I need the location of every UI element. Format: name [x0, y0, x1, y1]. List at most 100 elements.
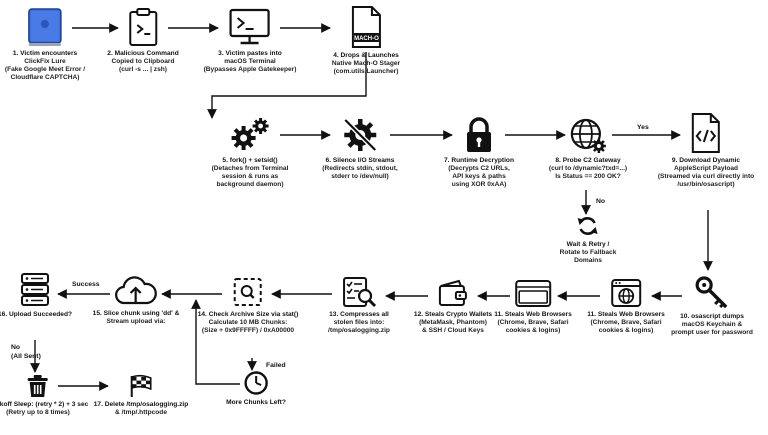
step-2-line-1: Copied to Clipboard [111, 58, 175, 66]
step-15-line-1: Calculate 10 MB Chunks: [208, 319, 288, 327]
step-7-line-2: API keys & paths [452, 173, 506, 181]
step-12: 11. Steals Web Browsers (Chrome, Brave, … [494, 278, 572, 335]
step-4-title: 4. Drops & Launches [333, 52, 399, 59]
step-8-title: 8. Probe C2 Gateway [555, 157, 621, 164]
step-15-title: 14. Check Archive Size via stat() [197, 311, 299, 318]
arrow-backoff-to-15 [191, 299, 240, 385]
retry-line-2: Domains [574, 257, 602, 265]
retry-title: Wait & Retry / [566, 241, 610, 248]
step-11: 11. Steals Web Browsers (Chrome, Brave, … [587, 278, 665, 335]
clipboard-terminal-icon [128, 8, 157, 46]
step-16-title: 15. Slice chunk using 'dd' & [92, 310, 180, 317]
step-3-title: 3. Victim pastes into [218, 50, 282, 57]
retry-line-1: Rotate to Fallback [559, 249, 617, 257]
step-15-line-2: (Size + 0x9FFFFF) / 0xA00000 [201, 327, 295, 335]
step-13-title: 12. Steals Crypto Wallets [413, 311, 493, 318]
step-6-title: 6. Silence I/O Streams [325, 157, 395, 164]
step-4-line-1: Native Mach-O Stager [331, 60, 401, 68]
mach-o-file-icon: MACH-O [352, 6, 381, 48]
step-13-line-2: & SSH / Cloud Keys [422, 327, 484, 335]
more-chunks-title: 16. Upload Succeeded? [0, 311, 73, 318]
retry-step: Wait & Retry / Rotate to Fallback Domain… [559, 214, 617, 265]
step-12-line-1: (Chrome, Brave, Safari [497, 319, 569, 327]
step-17: Backoff Sleep: (retry * 2) + 3 sec (Retr… [0, 374, 88, 417]
step-9-title: 9. Download Dynamic [671, 157, 741, 164]
step-2-title: 2. Malicious Command [107, 50, 179, 57]
step-11-line-2: cookies & logins) [598, 327, 654, 335]
step-3: 3. Victim pastes into macOS Terminal (By… [204, 7, 296, 74]
arrow-4-to-5 [207, 52, 367, 119]
step-5-line-3: background daemon) [216, 181, 284, 189]
step-2: 2. Malicious Command Copied to Clipboard… [107, 7, 179, 74]
step-16: 15. Slice chunk using 'dd' & Stream uplo… [92, 275, 180, 326]
edge-label-all-sent: (All Sent) [11, 353, 41, 360]
step-15: 14. Check Archive Size via stat() Calcul… [197, 276, 299, 335]
checklist-search-icon [343, 277, 377, 308]
step-6-line-2: stderr to /dev/null) [331, 173, 389, 181]
step-12-line-2: cookies & logins) [505, 327, 561, 335]
cloud-upload-icon [115, 276, 158, 305]
gears-icon [231, 118, 269, 150]
lock-icon [466, 117, 491, 152]
step-5-line-1: (Detaches from Terminal [211, 165, 289, 173]
step-1: 1. Victim encounters ClickFix Lure (Fake… [5, 7, 85, 82]
step-10-title: 10. osascript dumps [680, 313, 744, 320]
step-1-line-3: Cloudflare CAPTCHA) [10, 74, 80, 82]
step-1-title: 1. Victim encounters [12, 50, 78, 57]
globe-gear-icon [570, 118, 606, 153]
step-9: 9. Download Dynamic AppleScript Payload … [658, 112, 754, 189]
step-9-line-1: AppleScript Payload [673, 165, 739, 173]
clock-icon [244, 371, 268, 395]
step-18: 17. Delete /tmp/osalogging.zip & /tmp/.h… [94, 374, 188, 417]
server-stack-icon [21, 273, 49, 306]
step-2-line-2: (curl -s ... | zsh) [118, 66, 168, 74]
step-6: 6. Silence I/O Streams (Redirects stdin,… [322, 116, 398, 181]
mach-o-icon-text: MACH-O [354, 36, 379, 42]
edge-label-no: No [596, 198, 606, 205]
step-9-line-3: /usr/bin/osascript) [677, 181, 735, 189]
key-icon [695, 276, 728, 309]
step-18-line-1: & /tmp/.httpcode [114, 409, 167, 417]
step-1-line-2: (Fake Google Meet Error / [4, 66, 86, 74]
step-4: MACH-O 4. Drops & Launches Native Mach-O… [332, 5, 400, 76]
step-10-line-2: prompt user for password [671, 329, 753, 337]
step-16-line-1: Stream upload via: [106, 318, 166, 326]
backoff-step: More Chunks Left? [226, 370, 286, 407]
backoff-title: More Chunks Left? [226, 399, 286, 406]
edge-label-failed: Failed [266, 362, 286, 369]
code-file-icon [692, 113, 720, 153]
step-9-line-2: (Streamed via curl directly into [657, 173, 755, 181]
step-7: 7. Runtime Decryption (Decrypts C2 URLs,… [444, 116, 514, 189]
step-13-line-1: (MetaMask, Phantom) [419, 319, 487, 327]
checkered-flag-icon [131, 374, 152, 397]
step-7-line-1: (Decrypts C2 URLs, [448, 165, 510, 173]
step-1-line-1: ClickFix Lure [24, 58, 66, 66]
step-5-title: 5. fork() + setsid() [222, 157, 278, 164]
zip-file-icon [514, 280, 551, 307]
laptop-icon [28, 8, 62, 46]
browser-globe-icon [610, 279, 641, 307]
step-7-title: 7. Runtime Decryption [444, 157, 514, 164]
step-13: 12. Steals Crypto Wallets (MetaMask, Pha… [414, 278, 492, 335]
step-3-line-1: macOS Terminal [224, 58, 276, 66]
step-14: 13. Compresses all stolen files into: /t… [328, 276, 390, 335]
step-14-title: 13. Compresses all [329, 311, 389, 318]
step-8-line-2: Is Status == 200 OK? [555, 173, 621, 181]
step-8: 8. Probe C2 Gateway (curl to /dynamic?tx… [549, 116, 627, 181]
step-6-line-1: (Redirects stdin, stdout, [322, 165, 398, 173]
monitor-terminal-icon [229, 8, 271, 45]
wallet-icon [439, 279, 467, 306]
step-12-title: 11. Steals Web Browsers [494, 311, 572, 318]
trash-icon [27, 375, 48, 397]
step-5: 5. fork() + setsid() (Detaches from Term… [211, 116, 289, 189]
step-11-line-1: (Chrome, Brave, Safari [590, 319, 662, 327]
refresh-icon [577, 217, 598, 235]
edge-label-no-all-sent: No [11, 344, 21, 351]
more-chunks-step: 16. Upload Succeeded? [0, 272, 72, 319]
edge-label-success: Success [72, 281, 100, 288]
slice-chunk-icon [233, 278, 262, 306]
step-8-line-1: (curl to /dynamic?txd=...) [548, 165, 628, 173]
gear-muted-icon [343, 118, 377, 152]
